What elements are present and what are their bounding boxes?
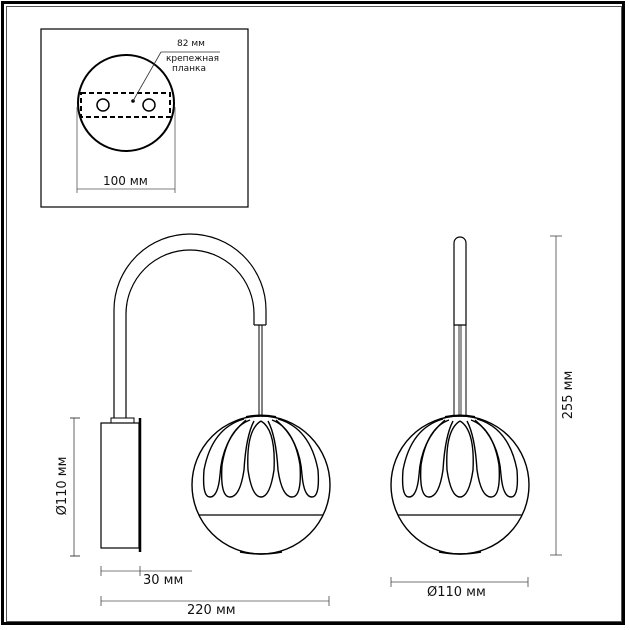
wall-plate-height-label: Ø110 мм bbox=[55, 456, 70, 516]
mounting-inset bbox=[40, 28, 249, 208]
screw-hole-right bbox=[142, 98, 156, 112]
shade-diameter-label: Ø110 мм bbox=[427, 585, 486, 600]
front-view-lamp bbox=[390, 235, 562, 587]
plate-width-label: 82 мм bbox=[177, 39, 205, 49]
mounting-plate-dashed bbox=[80, 92, 171, 118]
wall-plate-depth-label: 30 мм bbox=[143, 573, 184, 588]
drawing-frame-inner bbox=[6, 6, 622, 622]
side-view-lamp bbox=[70, 233, 331, 606]
base-circle bbox=[77, 54, 175, 152]
front-globe bbox=[390, 414, 530, 555]
screw-hole-left bbox=[96, 98, 110, 112]
plate-name-line2: планка bbox=[172, 64, 206, 74]
base-diameter-label: 100 мм bbox=[103, 174, 148, 188]
side-globe bbox=[191, 414, 331, 555]
total-height-label: 255 мм bbox=[561, 370, 576, 420]
total-reach-label: 220 мм bbox=[187, 603, 236, 618]
plate-name-line1: крепежная bbox=[166, 54, 220, 64]
